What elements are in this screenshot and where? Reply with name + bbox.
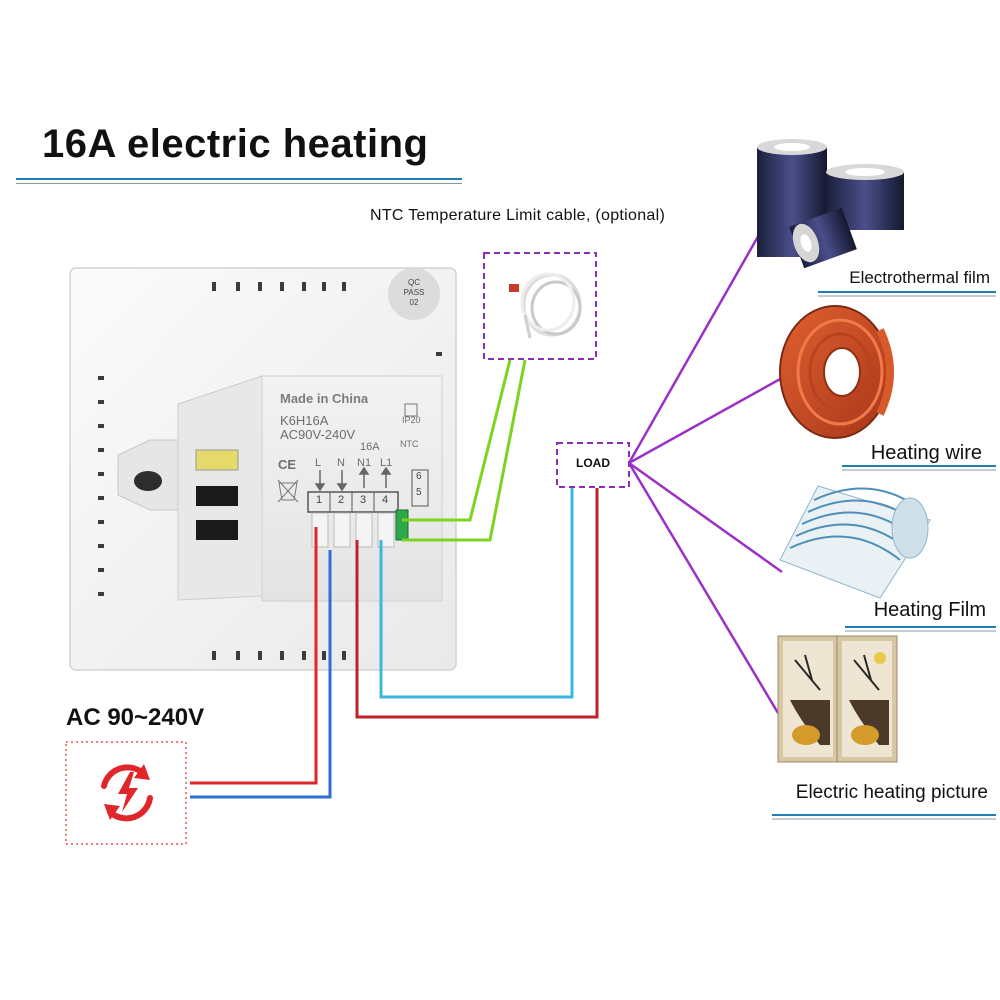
product-label-electrothermal-film: Electrothermal film <box>849 268 990 287</box>
qc-line-2: PASS <box>403 288 425 297</box>
ntc-module-label: NTC <box>400 439 419 449</box>
model-label: K6H16A <box>280 413 329 428</box>
product-label-electric-heating-picture: Electric heating picture <box>795 782 988 803</box>
load-blue-wire <box>379 488 574 699</box>
terminal-number-4: 4 <box>382 494 389 506</box>
product-label-heating-wire: Heating wire <box>870 442 982 464</box>
ntc-pin-5: 5 <box>416 487 422 498</box>
product-label-heating-film: Heating Film <box>873 599 986 621</box>
qc-line-3: 02 <box>409 298 419 307</box>
page-title: 16A electric heating <box>42 122 429 166</box>
terminal-letter-n1: N1 <box>357 457 372 469</box>
heating-film-image <box>779 485 931 599</box>
ac-voltage-label: AC 90~240V <box>66 704 205 731</box>
neutral-wire <box>190 550 332 799</box>
sensor-wire-1 <box>402 359 512 522</box>
ce-mark: CE <box>278 457 297 472</box>
electric-heating-picture-image <box>777 635 898 763</box>
qc-badge-text: QC PASS 02 <box>396 278 432 308</box>
heating-wire-image <box>779 305 894 439</box>
terminal-letter-l1: L1 <box>380 457 393 469</box>
sensor-wire-2 <box>402 359 527 542</box>
load-fanout <box>627 232 783 714</box>
ip-label: IP20 <box>402 415 421 425</box>
title-underline-shadow <box>16 183 462 184</box>
live-wire <box>190 527 318 785</box>
voltage-label: AC90V-240V <box>280 427 356 442</box>
load-red-wire <box>355 488 599 719</box>
terminal-module <box>177 375 443 602</box>
ntc-cable-label: NTC Temperature Limit cable, (optional) <box>370 207 666 224</box>
ntc-cable-coil <box>520 272 582 339</box>
ntc-pin-6: 6 <box>416 471 422 482</box>
qc-badge <box>388 268 440 320</box>
power-icon <box>101 764 153 822</box>
terminal-number-1: 1 <box>316 494 323 506</box>
module-label-area: Made in China K6H16A AC90V-240V 16A IP20… <box>268 377 440 512</box>
ntc-sensor-box <box>483 252 597 360</box>
product-underlines <box>772 291 996 820</box>
made-in-label: Made in China <box>280 391 369 406</box>
qc-line-1: QC <box>408 278 420 287</box>
current-label: 16A <box>360 441 380 453</box>
terminal-number-2: 2 <box>338 494 345 506</box>
electrothermal-film-image <box>757 139 904 269</box>
terminal-letter-l: L <box>315 457 322 469</box>
load-label: LOAD <box>576 456 610 470</box>
terminal-letter-n: N <box>337 457 345 469</box>
title-underline <box>16 178 462 180</box>
terminal-number-3: 3 <box>360 494 367 506</box>
